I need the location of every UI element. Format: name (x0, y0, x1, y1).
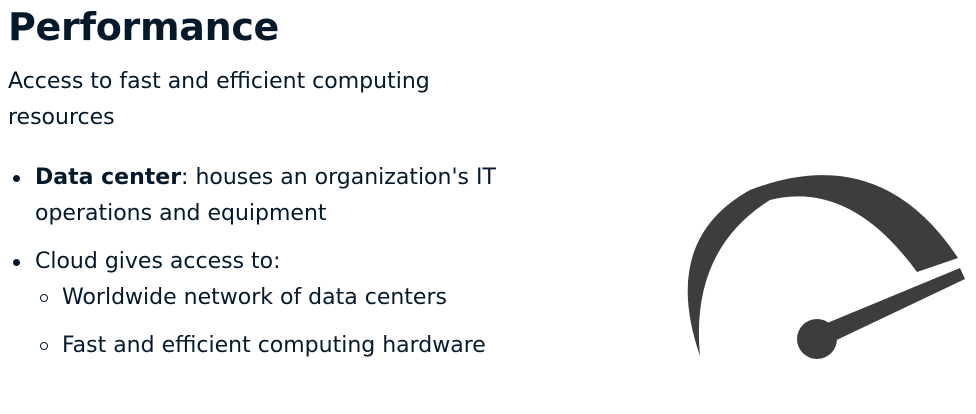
bullet-item-data-center: Data center: houses an organization's IT… (8, 160, 528, 232)
bullet-term-data-center: Data center (35, 165, 182, 190)
slide-subtitle: Access to fast and efficient computing r… (8, 69, 430, 130)
sub-bullet-item-hardware: Fast and efficient computing hardware (35, 328, 528, 364)
bullet-text-data-center: : houses an organization's IT operations… (35, 165, 496, 226)
bullet-list: Data center: houses an organization's IT… (8, 160, 528, 376)
bullet-text-cloud: Cloud gives access to: (35, 249, 281, 274)
sub-bullet-item-network: Worldwide network of data centers (35, 280, 528, 316)
sub-bullet-list: Worldwide network of data centers Fast a… (35, 280, 528, 364)
speedometer-arc (687, 175, 958, 356)
speedometer-needle (815, 268, 965, 346)
slide-title: Performance (8, 5, 280, 49)
bullet-item-cloud: Cloud gives access to: Worldwide network… (8, 244, 528, 364)
speedometer-hub (797, 319, 837, 359)
speedometer-icon (687, 175, 965, 359)
